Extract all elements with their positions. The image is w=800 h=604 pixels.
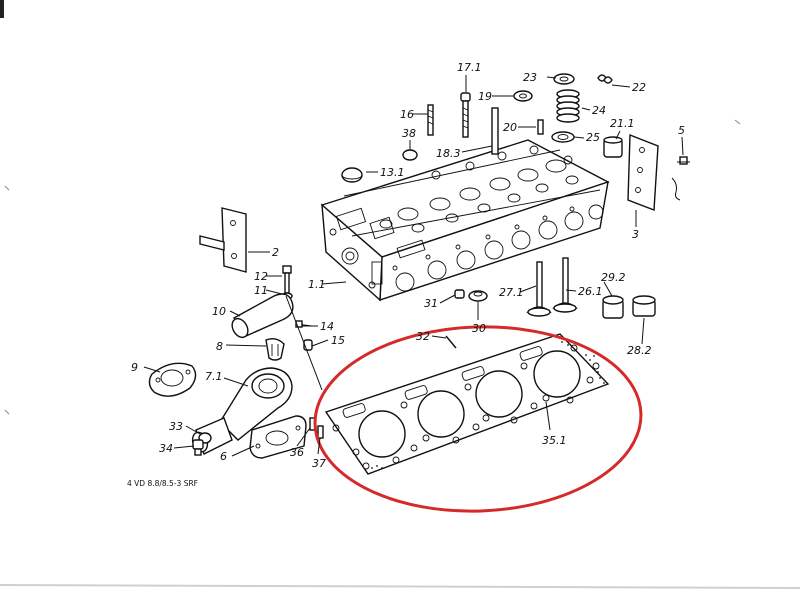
plug-31 (454, 289, 465, 299)
seal-28-2 (632, 295, 656, 317)
label-26-1: 26.1 (578, 285, 603, 298)
label-23: 23 (523, 71, 537, 84)
label-2: 2 (272, 246, 279, 259)
label-36: 36 (290, 446, 304, 459)
label-34: 34 (159, 442, 173, 455)
leader-lines (143, 75, 684, 457)
label-1-1: 1.1 (308, 278, 326, 291)
gasket-6 (249, 415, 307, 459)
label-25: 25 (586, 131, 600, 144)
dowel-37 (317, 425, 324, 439)
label-27-1: 27.1 (499, 286, 524, 299)
nut-30 (468, 290, 488, 302)
valve-keys-22 (597, 74, 613, 84)
bracket-2 (199, 207, 247, 273)
stud-17-1 (460, 92, 471, 138)
label-11: 11 (254, 284, 268, 297)
label-32: 32 (416, 330, 430, 343)
label-21-1: 21.1 (610, 117, 635, 130)
label-8: 8 (216, 340, 223, 353)
label-28-2: 28.2 (627, 344, 652, 357)
label-37: 37 (312, 457, 326, 470)
valve-27-1 (526, 261, 552, 317)
label-18-3: 18.3 (436, 147, 461, 160)
label-5: 5 (678, 124, 685, 137)
valve-26-1 (552, 257, 578, 313)
guide-29-2 (602, 295, 624, 319)
label-19: 19 (478, 90, 492, 103)
plug-34 (192, 439, 204, 456)
label-38: 38 (402, 127, 416, 140)
cylinder-head-1-1 (320, 139, 610, 302)
gasket-9 (148, 362, 197, 397)
label-35-1: 35.1 (542, 434, 567, 447)
label-30: 30 (472, 322, 486, 335)
plug-13-1 (341, 167, 363, 183)
washer-19 (513, 90, 533, 102)
part-labels: 17.1 23 22 19 24 16 21.1 5 38 20 25 18.3… (131, 61, 685, 470)
label-22: 22 (632, 81, 646, 94)
stud-16 (427, 104, 434, 136)
label-31: 31 (424, 297, 438, 310)
label-3: 3 (632, 228, 639, 241)
drawing-code: 4 VD 8.8/8.5-3 SRF (127, 479, 198, 488)
label-13-1: 13.1 (380, 166, 405, 179)
label-33: 33 (169, 420, 183, 433)
label-29-2: 29.2 (601, 271, 626, 284)
label-12: 12 (254, 270, 268, 283)
cap-23 (553, 73, 575, 85)
highlight-circle (313, 325, 643, 513)
cover-38 (402, 149, 418, 161)
label-10: 10 (212, 305, 226, 318)
label-15: 15 (331, 334, 345, 347)
label-6: 6 (220, 450, 227, 463)
valve-spring-24 (556, 89, 580, 123)
elbow-pipe-10 (231, 293, 294, 339)
pushrod-18-3 (491, 107, 499, 155)
label-24: 24 (592, 104, 606, 117)
plate-3 (627, 133, 659, 211)
edge-mark (0, 0, 4, 18)
label-17-1: 17.1 (457, 61, 482, 74)
thermostat-8 (265, 337, 285, 361)
pin-20 (537, 119, 544, 135)
tappet-21-1 (603, 136, 623, 158)
bolt-5 (671, 156, 690, 201)
label-16: 16 (400, 108, 414, 121)
label-14: 14 (320, 320, 334, 333)
label-7-1: 7.1 (205, 370, 223, 383)
spring-seat-25 (551, 131, 575, 143)
label-20: 20 (503, 121, 517, 134)
head-gasket-35-1 (324, 333, 610, 475)
dowel-32 (445, 335, 457, 349)
label-9: 9 (131, 361, 138, 374)
